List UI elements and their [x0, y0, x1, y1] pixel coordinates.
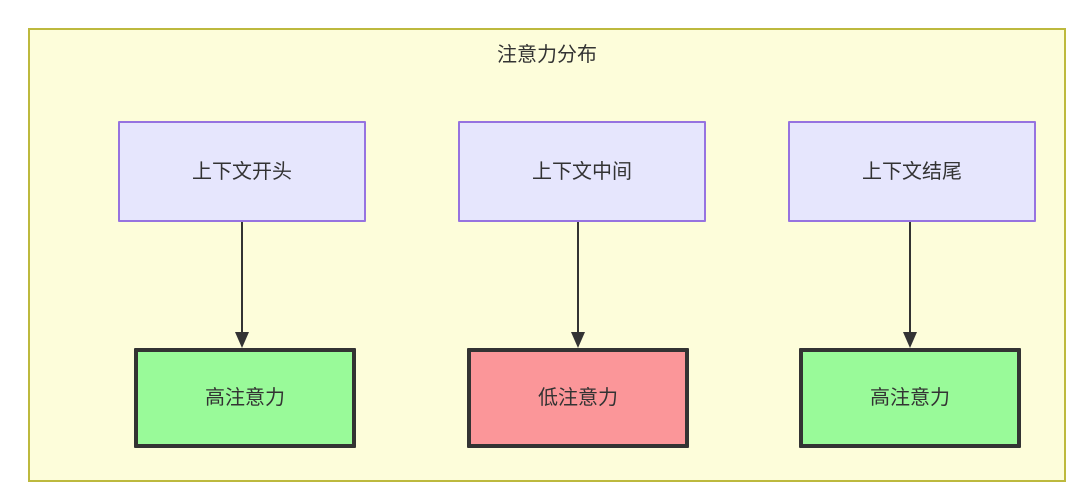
node-low-attention-middle-label: 低注意力	[538, 387, 618, 409]
node-context-middle[interactable]: 上下文中间	[458, 121, 706, 222]
node-high-attention-beginning-label: 高注意力	[205, 387, 285, 409]
node-context-beginning[interactable]: 上下文开头	[118, 121, 366, 222]
node-context-middle-label: 上下文中间	[532, 160, 632, 183]
node-high-attention-end-label: 高注意力	[870, 387, 950, 409]
attention-distribution-subgraph: 注意力分布 上下文开头 上下文中间 上下文结尾 高注意力 低	[28, 28, 1066, 482]
node-context-beginning-label: 上下文开头	[192, 160, 292, 183]
node-context-end-label: 上下文结尾	[862, 160, 962, 183]
node-low-attention-middle[interactable]: 低注意力	[467, 348, 689, 448]
diagram-title: 注意力分布	[497, 44, 597, 66]
node-high-attention-beginning[interactable]: 高注意力	[134, 348, 356, 448]
arrow-end-to-high	[903, 222, 917, 348]
arrow-beginning-to-high	[235, 222, 249, 348]
node-context-end[interactable]: 上下文结尾	[788, 121, 1036, 222]
node-high-attention-end[interactable]: 高注意力	[799, 348, 1021, 448]
arrow-middle-to-low	[571, 222, 585, 348]
